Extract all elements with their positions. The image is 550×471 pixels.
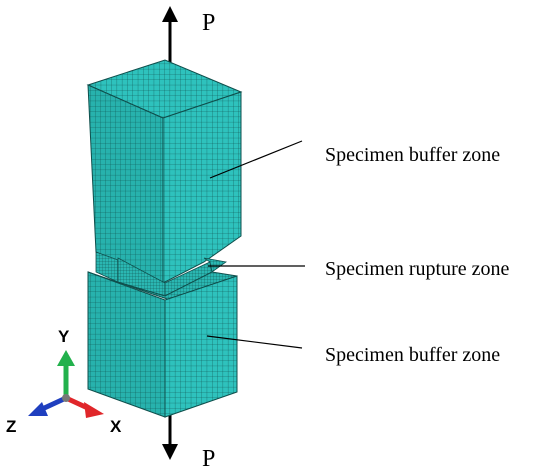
lower-buffer-label: Specimen buffer zone [325, 344, 500, 366]
upper-buffer-label: Specimen buffer zone [325, 144, 500, 166]
top-load-label: P [202, 10, 215, 36]
lower-buffer-block [87, 271, 238, 418]
lower-buffer-leader [206, 335, 303, 349]
x-axis-label: X [110, 417, 122, 436]
upper-buffer-leader [209, 140, 303, 179]
bottom-load-arrow [162, 415, 178, 460]
y-axis-label: Y [58, 327, 70, 346]
rupture-label: Specimen rupture zone [325, 258, 509, 280]
bottom-load-label: P [202, 446, 215, 471]
z-axis-label: Z [6, 417, 16, 436]
axis-triad [28, 350, 104, 418]
upper-buffer-block [86, 59, 243, 284]
